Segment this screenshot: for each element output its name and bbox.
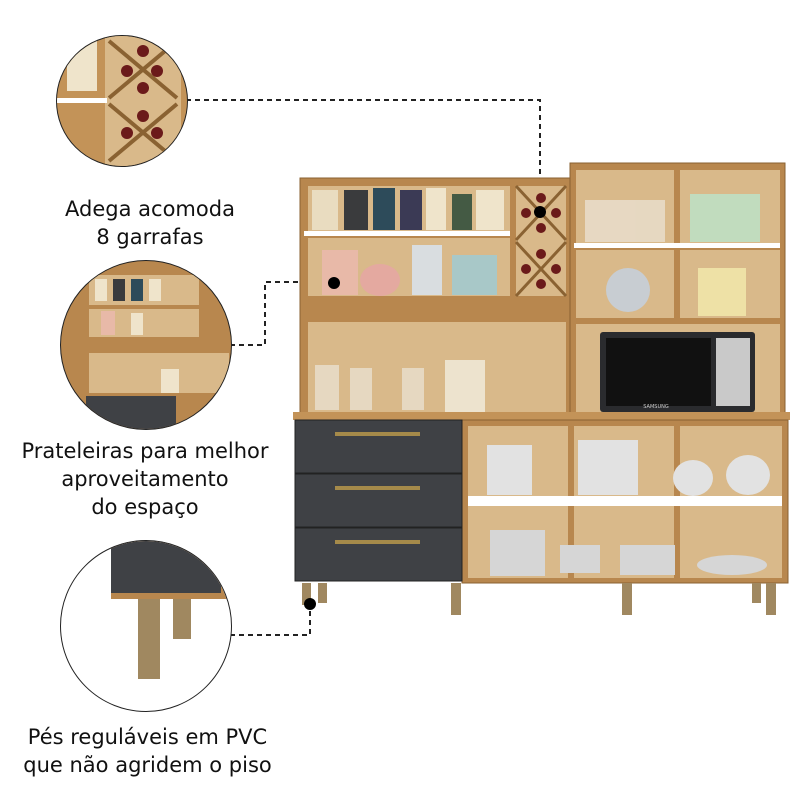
shelves-marker	[328, 277, 340, 289]
shelves-detail-circle	[60, 260, 232, 430]
feet-marker	[304, 598, 316, 610]
books	[312, 188, 504, 230]
connector-lines	[186, 99, 541, 636]
bowls	[322, 245, 497, 296]
feet-detail-circle	[60, 540, 232, 712]
wine-rack-detail-circle	[56, 35, 188, 167]
counter-top	[293, 412, 790, 420]
connector-wine-rack	[186, 99, 541, 190]
connector-shelves	[230, 281, 332, 346]
wine-rack-marker	[534, 206, 546, 218]
connector-feet	[230, 605, 311, 636]
caption-shelves: Prateleiras para melhor aproveitamento d…	[21, 439, 269, 519]
caption-feet: Pés reguláveis em PVC que não agridem o …	[23, 725, 272, 777]
microwave: SAMSUNG	[600, 332, 755, 412]
legs	[302, 583, 776, 615]
drawers	[294, 419, 463, 582]
caption-wine-rack: Adega acomoda 8 garrafas	[65, 197, 235, 249]
microwave-brand: SAMSUNG	[643, 404, 669, 410]
